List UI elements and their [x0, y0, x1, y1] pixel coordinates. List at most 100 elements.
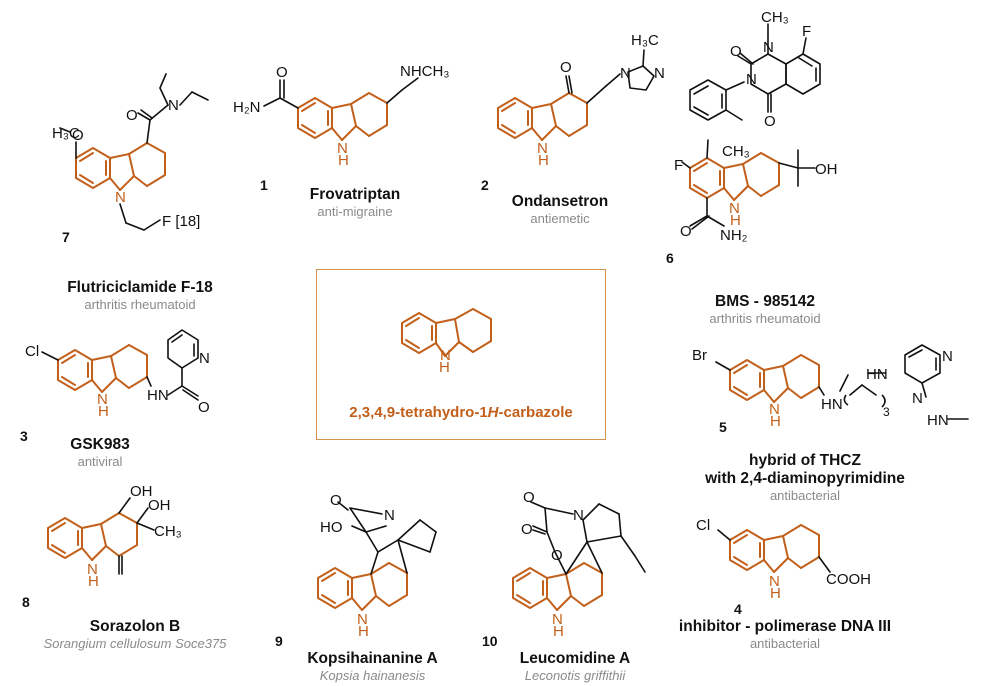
c5-br-label: Br: [692, 347, 707, 364]
compound-10-use: Leconotis griffithii: [524, 668, 626, 683]
compound-3-name: GSK983: [70, 436, 130, 453]
c5-nh-label: H: [770, 413, 781, 430]
c7-ring-n-label: N: [115, 189, 126, 206]
compound-5-structure: Br N H HN 3 HN N N HN: [692, 344, 969, 430]
compound-10-structure: O O N O N H: [512, 489, 646, 640]
c3-hn-label: HN: [147, 387, 169, 404]
c4-nh-label: H: [770, 585, 781, 602]
compound-7-use: arthritis rheumatoid: [84, 297, 196, 312]
c8-ch3-label: CH₃: [154, 523, 182, 540]
c4-n-label: N: [769, 573, 780, 590]
c10-o1-label: O: [523, 489, 535, 506]
c6-nh2-label: NH₂: [720, 227, 748, 244]
c8-oh2-label: OH: [148, 497, 171, 514]
compound-2-name: Ondansetron: [511, 193, 609, 210]
c4-cooh-label: COOH: [826, 571, 871, 588]
compound-3-caption: GSK983 antiviral: [40, 436, 160, 469]
compound-9-structure: O HO N N H: [317, 492, 437, 640]
c3-pyridine-n-label: N: [199, 350, 210, 367]
compound-6-name: BMS - 985142: [715, 293, 815, 310]
compound-5-use: antibacterial: [769, 488, 841, 503]
c6-ch3-label: CH₃: [722, 143, 750, 160]
c10-n-label: N: [573, 507, 584, 524]
c5-pyr-n2-label: N: [912, 390, 923, 407]
compound-5-caption: hybrid of THCZ with 2,4-diaminopyrimidin…: [690, 452, 920, 503]
compound-7-caption: Flutriciclamide F-18 arthritis rheumatoi…: [50, 279, 230, 312]
c5-sub3-label: 3: [883, 405, 890, 419]
compound-3-number: 3: [20, 428, 28, 444]
compound-3-use: antiviral: [77, 454, 123, 469]
compound-10-name: Leucomidine A: [519, 650, 631, 667]
compound-4-use: antibacterial: [749, 636, 821, 651]
compound-8-structure: OH OH CH₃ N H: [47, 483, 182, 590]
c6-n-label: N: [729, 200, 740, 217]
c7-oc-label: O: [126, 107, 138, 124]
center-nh-label: H: [439, 359, 450, 376]
c6-oh-label: OH: [815, 161, 838, 178]
c5-pyr-n1-label: N: [942, 348, 953, 365]
c6-o1-label: O: [730, 43, 742, 60]
c3-nh-label: H: [98, 403, 109, 420]
compound-4-caption: inhibitor - polimerase DNA III antibacte…: [655, 618, 915, 651]
compound-10-number: 10: [482, 633, 498, 649]
c7-h3c-label: H₃C: [52, 125, 80, 142]
compound-6-number: 6: [666, 250, 674, 266]
c5-hn2-label: HN: [866, 366, 888, 383]
c6-o2-label: O: [764, 113, 776, 130]
c3-o-label: O: [198, 399, 210, 416]
c9-ho-label: HO: [320, 519, 343, 536]
center-n-label: N: [440, 347, 451, 364]
compound-6-caption: BMS - 985142 arthritis rheumatoid: [690, 293, 840, 326]
c1-n-label: N: [337, 140, 348, 157]
compound-9-use: Kopsia hainanesis: [319, 668, 426, 683]
c1-nh-label: H: [338, 152, 349, 169]
c5-n-label: N: [769, 401, 780, 418]
compound-4-number: 4: [734, 601, 742, 617]
compound-1-number: 1: [260, 177, 268, 193]
c6-f2-label: F: [802, 23, 811, 40]
c10-ring-n-label: N: [552, 611, 563, 628]
c2-imid-n3-label: N: [654, 65, 665, 82]
c6-f-label: F: [674, 157, 683, 174]
compound-8-caption: Sorazolon B Sorangium cellulosum Soce375: [10, 618, 260, 651]
c8-nh-label: H: [88, 573, 99, 590]
c6-n2-label: N: [763, 39, 774, 56]
c2-o-label: O: [560, 59, 572, 76]
c7-f18-label: F [18]: [162, 213, 200, 230]
c9-o-label: O: [330, 492, 342, 509]
compound-2-number: 2: [481, 177, 489, 193]
compound-2-use: antiemetic: [530, 211, 590, 226]
compound-7-name: Flutriciclamide F-18: [67, 279, 213, 296]
compound-8-number: 8: [22, 594, 30, 610]
c10-nh-label: H: [553, 623, 564, 640]
c9-n-label: N: [384, 507, 395, 524]
c10-o2-label: O: [521, 521, 533, 538]
compound-5-name: hybrid of THCZ: [749, 452, 861, 469]
c6-nch3-label: CH₃: [761, 9, 789, 26]
compound-4-structure: Cl N H COOH: [696, 517, 871, 602]
c7-o-label: O: [72, 127, 84, 144]
compound-10-caption: Leucomidine A Leconotis griffithii: [500, 650, 650, 683]
c4-cl-label: Cl: [696, 517, 710, 534]
c1-o-label: O: [276, 64, 288, 81]
c5-hn3-label: HN: [927, 412, 949, 429]
c10-ring-o-label: O: [551, 547, 563, 564]
c7-amide-n-label: N: [168, 97, 179, 114]
c8-oh1-label: OH: [130, 483, 153, 500]
c6-n1-label: N: [746, 71, 757, 88]
compound-1-name: Frovatriptan: [309, 186, 401, 203]
compound-2-caption: Ondansetron antiemetic: [490, 193, 630, 226]
compound-9-number: 9: [275, 633, 283, 649]
center-scaffold-name: 2,3,4,9-tetrahydro-1H-carbazole: [349, 404, 573, 421]
c5-hn-label: HN: [821, 396, 843, 413]
compound-1-structure: H₂N O N H NHCH₃: [233, 63, 449, 169]
compound-5-number: 5: [719, 419, 727, 435]
c2-ch3-label: H₃C: [631, 32, 659, 49]
compound-6-structure: F CH₃ N H OH O NH₂ O O N N CH₃ F: [674, 9, 838, 244]
c2-n-label: N: [537, 140, 548, 157]
compound-8-name: Sorazolon B: [89, 618, 181, 635]
compound-6-use: arthritis rheumatoid: [709, 311, 821, 326]
c1-nhch3-label: NHCH₃: [400, 63, 449, 80]
c9-ring-n-label: N: [357, 611, 368, 628]
